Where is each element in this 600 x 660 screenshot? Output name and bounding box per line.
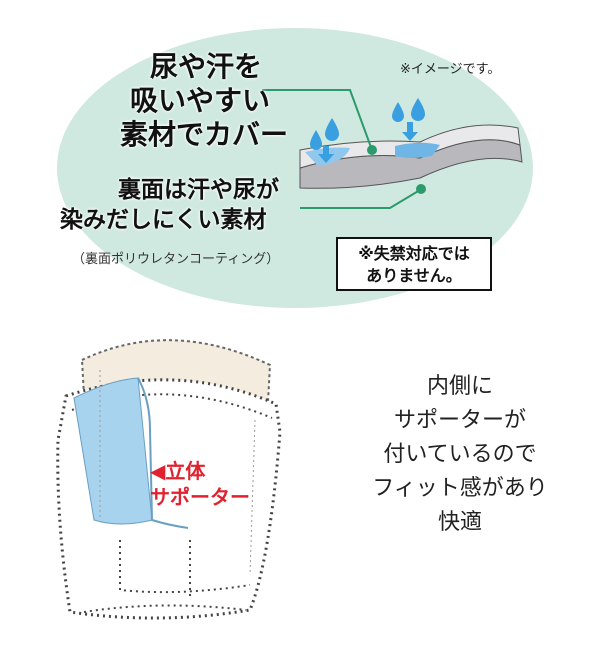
- leader-lines: [262, 89, 421, 209]
- fit-line: 快適: [437, 510, 482, 535]
- back-text-line: 裏面は汗や尿が: [118, 177, 279, 203]
- disclaimer-line: ※失禁対応では: [358, 244, 470, 263]
- fit-line: 内側に: [426, 374, 493, 399]
- disclaimer-line: ありません。: [366, 266, 462, 285]
- water-drop-icon: [310, 98, 425, 150]
- arrow-down-icon: [318, 122, 418, 163]
- supporter-label: ◀立体 サポーター: [150, 458, 250, 510]
- leader-dot: [416, 184, 426, 194]
- fit-line: フィット感があり: [372, 476, 548, 501]
- image-note: ※イメージです。: [400, 62, 501, 77]
- fit-line: サポーターが: [393, 408, 526, 433]
- underwear-illustration: [56, 339, 282, 620]
- leader-dot: [367, 145, 377, 155]
- cover-text-line: 素材でカバー: [120, 118, 289, 151]
- back-text-line: 染みだしにくい素材: [60, 207, 267, 233]
- fit-description: 内側に サポーターが 付いているので フィット感があり 快適: [350, 370, 570, 540]
- cover-text-line: 吸いやすい: [130, 84, 271, 117]
- cover-text-line: 尿や汗を: [150, 50, 263, 83]
- coating-note: （裏面ポリウレタンコーティング）: [72, 252, 280, 267]
- supporter-line: サポーター: [150, 485, 250, 509]
- supporter-line: ◀立体: [150, 459, 206, 483]
- disclaimer-box: ※失禁対応では ありません。: [336, 237, 492, 291]
- fit-line: 付いているので: [383, 442, 537, 467]
